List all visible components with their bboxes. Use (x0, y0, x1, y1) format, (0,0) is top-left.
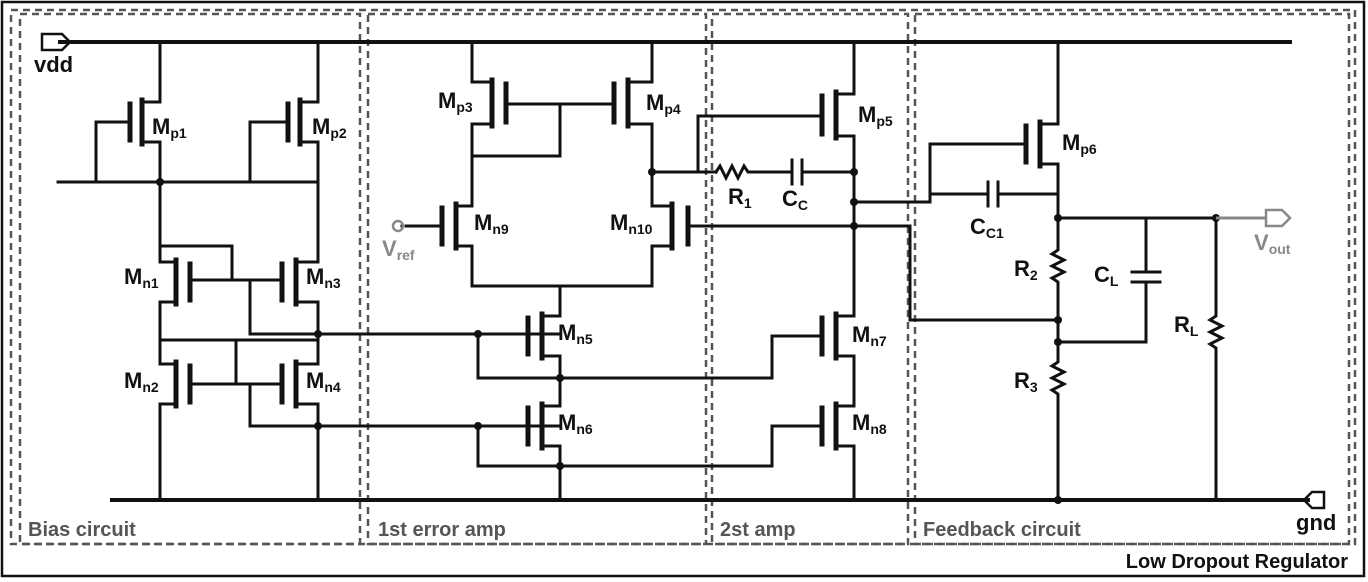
gnd-rail (110, 490, 1326, 510)
label-r1: R1 (728, 184, 752, 211)
label-mp4: Mp4 (646, 90, 681, 117)
section-label-bias: Bias circuit (28, 519, 136, 541)
label-rl: RL (1174, 312, 1199, 339)
error-amp-wiring (400, 40, 912, 502)
label-vref: Vref (382, 236, 415, 263)
vdd-port-icon (40, 32, 72, 52)
label-mn8: Mn8 (852, 410, 887, 437)
label-cc1: CC1 (970, 214, 1004, 241)
vout-port (1216, 208, 1292, 228)
second-amp-junctions (648, 168, 858, 230)
label-mn9: Mn9 (474, 210, 509, 237)
label-r2: R2 (1014, 256, 1038, 283)
vdd-label: vdd (34, 52, 73, 77)
section-label-feedback: Feedback circuit (923, 519, 1081, 541)
bias-wiring (56, 40, 562, 502)
label-mn10: Mn10 (610, 210, 653, 237)
feedback-junctions (1054, 214, 1220, 504)
section-label-second-amp: 2st amp (720, 519, 796, 541)
label-mn3: Mn3 (306, 264, 341, 291)
ldo-boundary (9, 8, 1357, 546)
label-cc: CC (782, 186, 808, 213)
label-mp6: Mp6 (1062, 130, 1097, 157)
feedback-section (913, 12, 1351, 546)
label-mp2: Mp2 (312, 114, 347, 141)
vdd-rail (40, 32, 1292, 52)
error-amp-junctions (474, 330, 564, 470)
label-cl: CL (1094, 262, 1119, 289)
label-mn2: Mn2 (124, 368, 159, 395)
section-label-error-amp: 1st error amp (378, 519, 506, 541)
error-amp-section (366, 12, 708, 546)
gnd-port-icon (1302, 490, 1326, 510)
label-mp1: Mp1 (152, 114, 187, 141)
label-vout: Vout (1254, 230, 1291, 257)
label-r3: R3 (1014, 368, 1038, 395)
vref-port (391, 219, 405, 233)
bias-section (18, 12, 362, 546)
label-mp3: Mp3 (438, 88, 473, 115)
label-mn7: Mn7 (852, 322, 887, 349)
label-mn4: Mn4 (306, 368, 341, 395)
label-mn1: Mn1 (124, 264, 159, 291)
label-mp5: Mp5 (858, 102, 893, 129)
label-mn5: Mn5 (558, 320, 593, 347)
label-mn6: Mn6 (558, 410, 593, 437)
feedback-wiring (908, 40, 1254, 502)
diagram-title: Low Dropout Regulator (1126, 551, 1348, 573)
gnd-label: gnd (1296, 510, 1336, 535)
second-amp-section (710, 12, 910, 546)
second-amp-wiring (650, 40, 932, 502)
bias-junctions (156, 178, 322, 430)
